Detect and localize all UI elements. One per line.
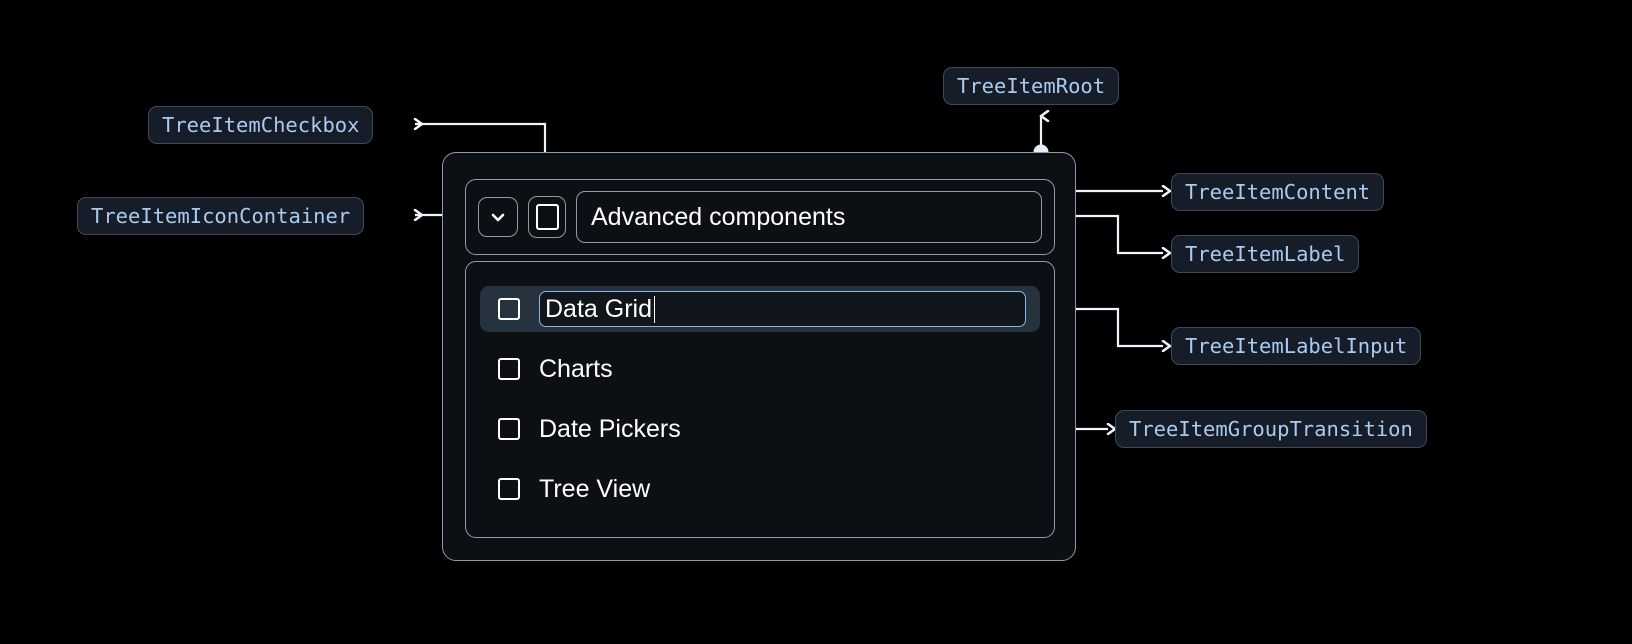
- annotation-tree-item-label-input: TreeItemLabelInput: [1171, 327, 1422, 365]
- list-item[interactable]: Charts: [480, 346, 1040, 392]
- annotation-tree-item-icon-container: TreeItemIconContainer: [77, 197, 365, 235]
- annotation-tree-item-checkbox: TreeItemCheckbox: [148, 106, 374, 144]
- tree-item-content[interactable]: Advanced components: [465, 179, 1055, 255]
- checkbox-unchecked-icon[interactable]: [498, 478, 520, 500]
- checkbox-unchecked-icon[interactable]: [498, 298, 520, 320]
- tree-item-label: Tree View: [539, 474, 651, 503]
- annotation-tree-item-group-transition: TreeItemGroupTransition: [1115, 410, 1427, 448]
- list-item[interactable]: Date Pickers: [480, 406, 1040, 452]
- text-caret: [653, 295, 656, 323]
- tree-item-icon-container[interactable]: [478, 197, 518, 237]
- list-item[interactable]: Data Grid: [480, 286, 1040, 332]
- annotation-tree-item-content: TreeItemContent: [1171, 173, 1385, 211]
- list-item[interactable]: Tree View: [480, 466, 1040, 512]
- checkbox-unchecked-icon: [535, 204, 559, 230]
- tree-item-label-input[interactable]: Data Grid: [539, 291, 1026, 327]
- tree-item-checkbox[interactable]: [528, 196, 566, 238]
- tree-item-label: Date Pickers: [539, 414, 681, 443]
- chevron-down-icon: [491, 213, 505, 222]
- checkbox-unchecked-icon[interactable]: [498, 418, 520, 440]
- tree-item-group-transition: Data Grid Charts Date Pickers Tree View: [465, 261, 1055, 538]
- tree-item-root[interactable]: Advanced components Data Grid Charts Dat…: [442, 152, 1076, 561]
- tree-item-label: Charts: [539, 354, 613, 383]
- tree-item-label[interactable]: Advanced components: [576, 191, 1042, 243]
- annotation-tree-item-root: TreeItemRoot: [943, 67, 1120, 105]
- checkbox-unchecked-icon[interactable]: [498, 358, 520, 380]
- annotation-tree-item-label: TreeItemLabel: [1171, 235, 1360, 273]
- label-input-value: Data Grid: [545, 294, 652, 323]
